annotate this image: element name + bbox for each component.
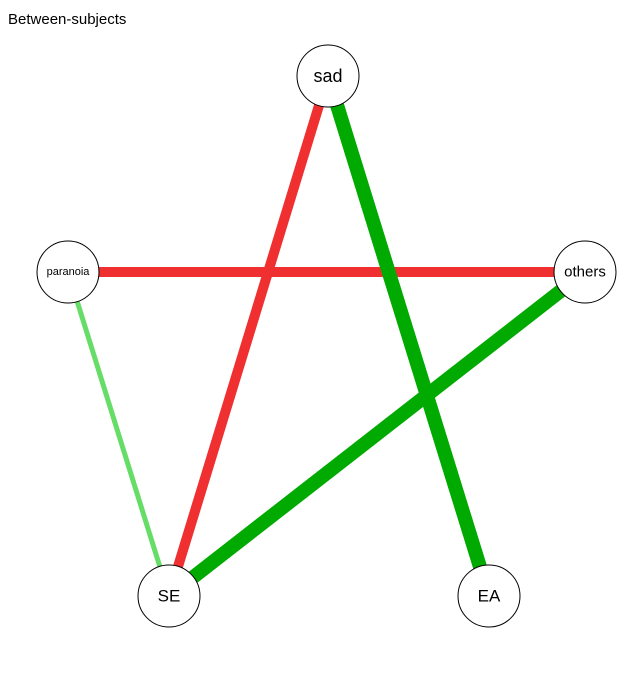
edges-layer [65,73,590,602]
edge-others-SE [164,266,590,602]
node-label-EA: EA [478,587,501,606]
node-circle-EA [457,564,521,628]
node-circle-others [553,240,617,304]
node-label-SE: SE [158,587,181,606]
node-EA: EA [457,564,521,628]
edge-sad-SE [164,74,333,598]
edge-sad-EA [321,73,496,599]
node-label-paranoia: paranoia [47,266,91,278]
node-circle-sad [296,44,360,108]
node-paranoia: paranoia [36,240,100,304]
plot-title: Between-subjects [8,11,127,28]
node-sad: sad [296,44,360,108]
node-circle-SE [137,564,201,628]
node-label-sad: sad [313,66,342,86]
node-circle-paranoia [36,240,100,304]
node-label-others: others [564,264,606,281]
node-SE: SE [137,564,201,628]
edge-paranoia-SE [65,271,172,597]
node-others: others [553,240,617,304]
